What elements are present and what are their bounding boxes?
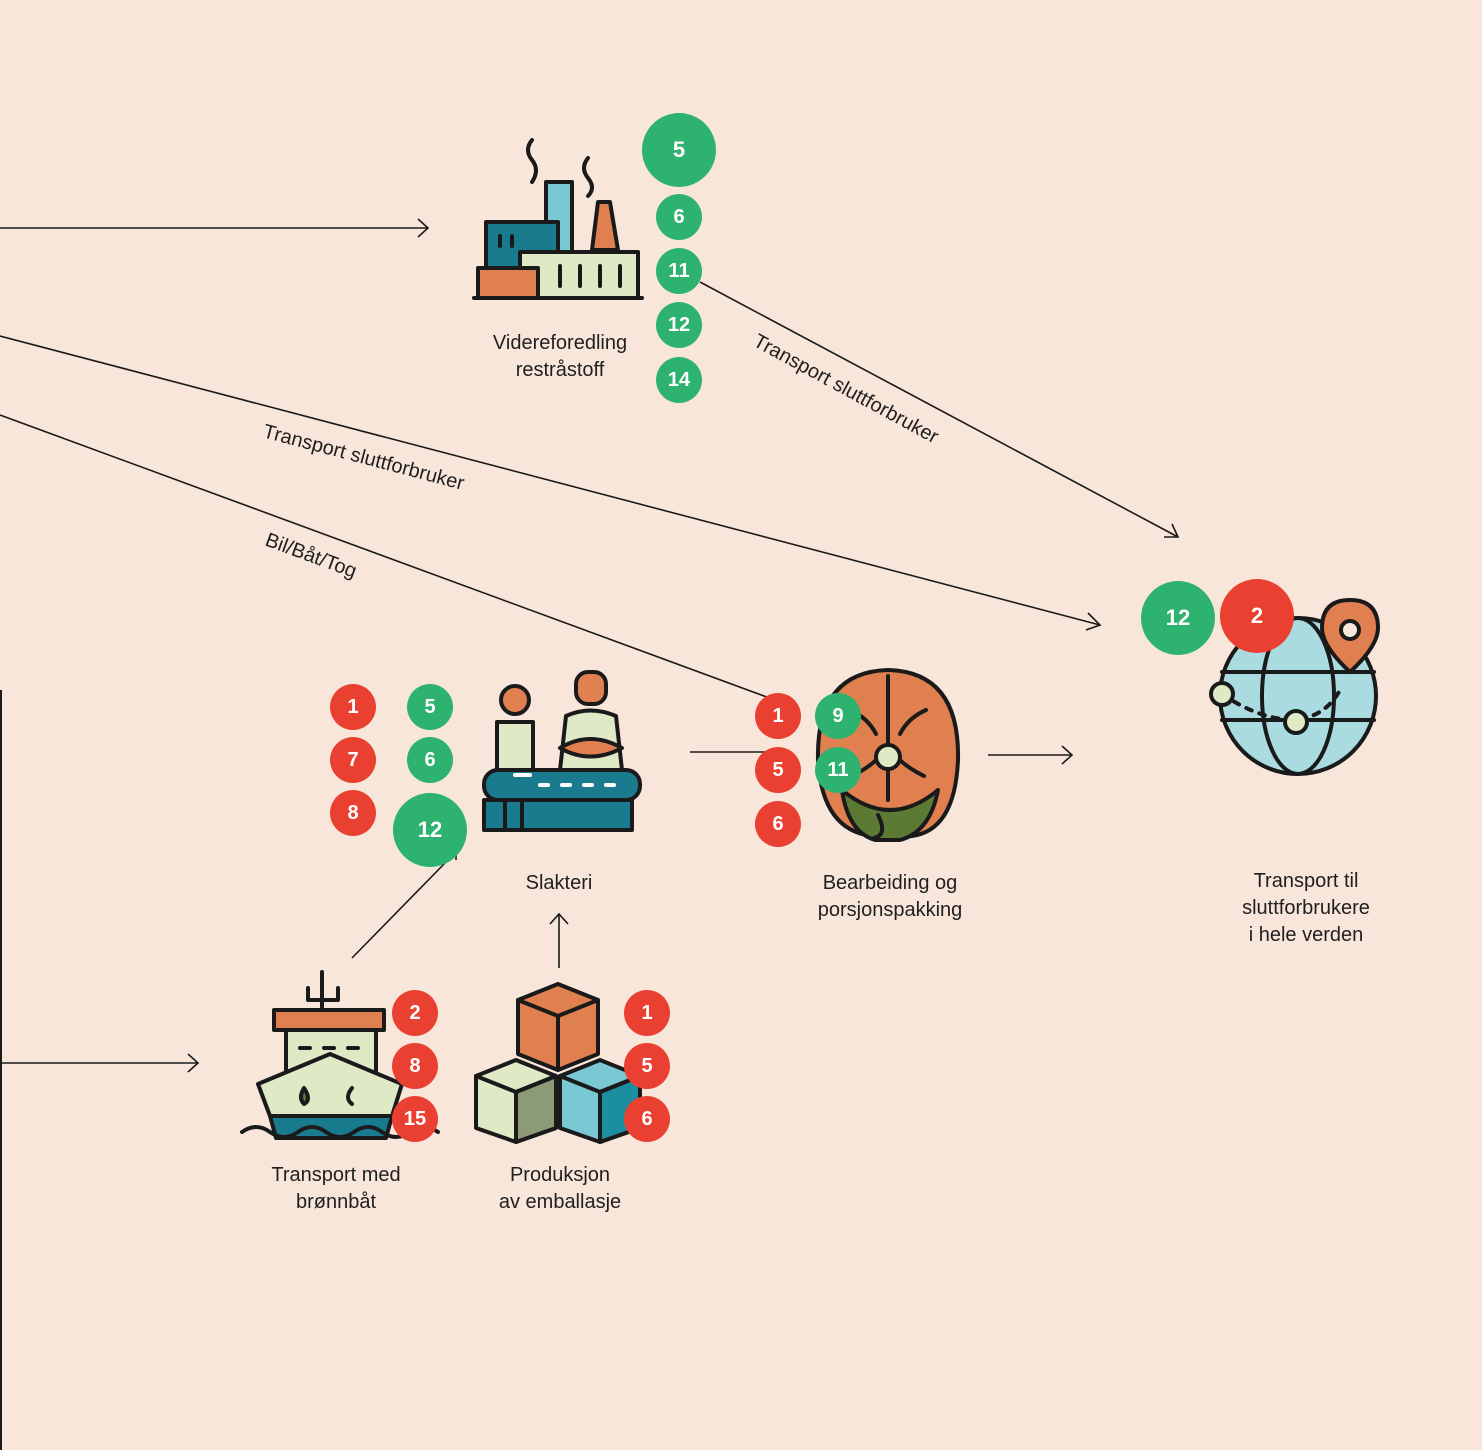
label-line: brønnbåt <box>295 1191 377 1213</box>
arrow-left-to-bearbeiding <box>0 414 776 701</box>
boxes-icon <box>474 982 642 1144</box>
slaughterhouse-workers-icon <box>482 670 642 832</box>
badge-bronnbat-red-2: 2 <box>392 990 438 1036</box>
edge-label-left-to-bearbeiding: Bil/Båt/Tog <box>262 529 359 583</box>
node-label-bearbeiding: Bearbeiding og porsjonspakking <box>818 870 963 924</box>
node-label-emballasje: Produksjon av emballasje <box>499 1162 621 1216</box>
arrow-left-to-ship <box>0 1053 200 1073</box>
badge-transport-global-12: 12 <box>1141 581 1215 655</box>
edge-label-left-to-global: Transport sluttforbruker <box>261 421 467 495</box>
node-label-slakteri: Slakteri <box>526 870 593 897</box>
badge-videreforedling-11: 11 <box>656 248 702 294</box>
badge-bronnbat-red-15: 15 <box>392 1096 438 1142</box>
badge-slakteri-green-5: 5 <box>407 684 453 730</box>
factory-icon <box>472 138 644 300</box>
left-border-line <box>0 690 2 1450</box>
label-line: porsjonspakking <box>817 899 963 921</box>
label-line: Transport med <box>271 1164 401 1186</box>
badge-bearbeiding-green-9: 9 <box>815 693 861 739</box>
node-label-videreforedling: Videreforedling restråstoff <box>493 330 627 384</box>
label-line: Transport til <box>1253 870 1359 892</box>
badge-bearbeiding-red-6: 6 <box>755 801 801 847</box>
badge-slakteri-red-8: 8 <box>330 790 376 836</box>
badge-videreforedling-6: 6 <box>656 194 702 240</box>
arrow-boxes-to-slakteri <box>549 912 569 968</box>
arrow-left-to-global <box>0 335 1102 631</box>
edge-label-factory-to-global: Transport sluttforbruker <box>750 330 943 448</box>
label-line: restråstoff <box>515 359 605 381</box>
badge-slakteri-green-6: 6 <box>407 737 453 783</box>
badge-emballasje-red-5: 5 <box>624 1043 670 1089</box>
badge-slakteri-green-12: 12 <box>393 793 467 867</box>
label-line: sluttforbrukere <box>1242 897 1370 919</box>
label-line: Produksjon <box>509 1164 611 1186</box>
badge-emballasje-red-6: 6 <box>624 1096 670 1142</box>
arrow-to-factory <box>0 218 430 238</box>
label-line: Bearbeiding og <box>822 872 958 894</box>
label-line: i hele verden <box>1248 924 1364 946</box>
badge-slakteri-red-1: 1 <box>330 684 376 730</box>
badge-bearbeiding-red-1: 1 <box>755 693 801 739</box>
badge-bearbeiding-red-5: 5 <box>755 747 801 793</box>
arrow-bearbeiding-to-global <box>988 745 1074 765</box>
label-line: av emballasje <box>498 1191 622 1213</box>
badge-videreforedling-14: 14 <box>656 357 702 403</box>
badge-emballasje-red-1: 1 <box>624 990 670 1036</box>
badge-bearbeiding-green-11: 11 <box>815 747 861 793</box>
label-line: Videreforedling <box>492 332 628 354</box>
badge-bronnbat-red-8: 8 <box>392 1043 438 1089</box>
node-label-transport-global: Transport til sluttforbrukere i hele ver… <box>1242 868 1370 949</box>
arrow-factory-to-global <box>699 281 1180 538</box>
globe-location-icon <box>1209 598 1380 776</box>
badge-videreforedling-5: 5 <box>642 113 716 187</box>
badge-slakteri-red-7: 7 <box>330 737 376 783</box>
badge-videreforedling-12: 12 <box>656 302 702 348</box>
node-label-bronnbat: Transport med brønnbåt <box>271 1162 400 1216</box>
badge-transport-global-2: 2 <box>1220 579 1294 653</box>
ship-icon <box>240 970 440 1140</box>
label-line: Slakteri <box>525 872 593 894</box>
